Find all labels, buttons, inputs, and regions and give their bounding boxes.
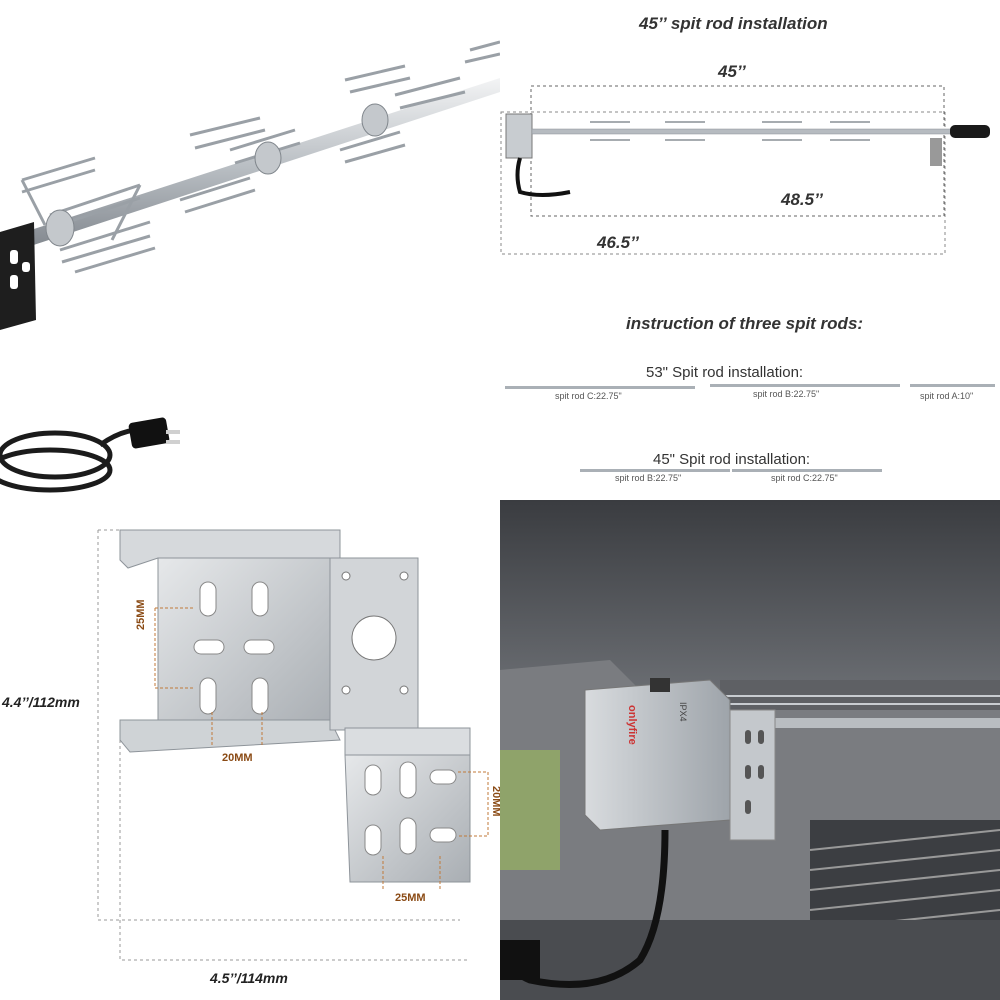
installation-diagram-panel: 45’’ spit rod installation 45’’ 48.5’’ 4… (500, 0, 1000, 500)
grill-motor-photo-panel: onlyfire IPX4 (500, 500, 1000, 1000)
motor-box (505, 113, 533, 159)
install-45-label: 45" Spit rod installation: (653, 451, 811, 468)
grill-lid (500, 500, 1000, 690)
dim-48-5: 48.5’’ (781, 190, 823, 209)
slot-horizontal-25mm: 25MM (395, 892, 426, 904)
slot-horizontal-20mm: 20MM (222, 752, 253, 764)
rod-handle (950, 125, 990, 138)
slot-vertical-25mm: 25MM (135, 599, 147, 630)
spit-rod-diagram (531, 128, 953, 135)
rod-bracket (0, 222, 36, 330)
rod-b-label-2: spit rod B:22.75" (615, 473, 682, 483)
bracket-illustration (97, 529, 489, 961)
bracket-dimension-panel: 25MM 20MM 20MM 25MM 4.4’’/112mm 4.5’’/11… (0, 500, 500, 1000)
dim-45: 45’’ (718, 62, 746, 81)
spit-rod-closeup-panel (0, 0, 500, 500)
grill-scene (500, 500, 1000, 1000)
instruction-title: instruction of three spit rods: (626, 314, 864, 333)
meat-fork-3 (339, 64, 466, 164)
bracket-height-label: 4.4’’/112mm (2, 694, 80, 710)
spit-rod-photo (730, 718, 1000, 728)
rod-c-label-1: spit rod C:22.75" (555, 391, 622, 401)
main-plate (157, 557, 331, 731)
spit-rod-illustration (0, 40, 500, 493)
plug-prong (166, 430, 180, 434)
meat-fork-1 (20, 156, 156, 274)
rod-a-label: spit rod A:10" (920, 391, 974, 401)
bracket-width-label: 4.5’’/114mm (210, 970, 288, 986)
meat-fork-2 (179, 116, 301, 214)
install-53-label: 53" Spit rod installation: (646, 364, 804, 381)
rod-c-label-2: spit rod C:22.75" (771, 473, 838, 483)
dim-46-5: 46.5’’ (597, 233, 639, 252)
rotisserie-motor-box (584, 679, 731, 831)
rod-b-label-1: spit rod B:22.75" (753, 389, 820, 399)
installation-title: 45’’ spit rod installation (639, 14, 828, 33)
mounting-bracket (729, 709, 776, 841)
plug-body (128, 417, 170, 449)
motor-brand-label: onlyfire (626, 705, 638, 745)
power-cord (0, 427, 136, 493)
slot-vertical-20mm: 20MM (490, 786, 500, 817)
spit-rod (0, 78, 500, 256)
motor-rating-label: IPX4 (678, 702, 688, 722)
background-grass (500, 750, 560, 870)
installation-dimension-lines (500, 85, 995, 472)
